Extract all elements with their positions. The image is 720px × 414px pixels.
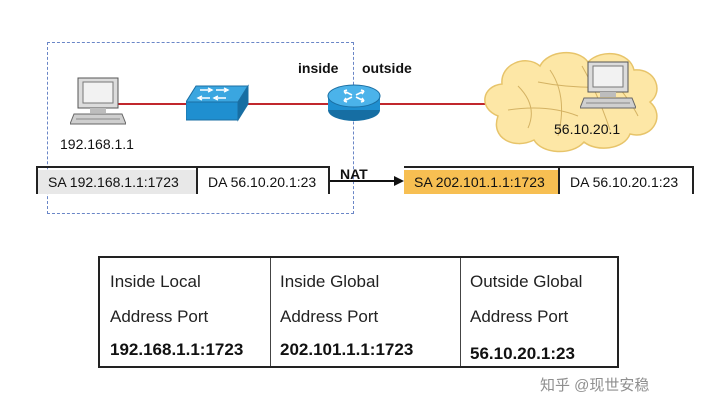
inside-local-header-line2: Address Port xyxy=(110,307,209,326)
packet-after-right-border xyxy=(692,166,694,194)
inside-local-value: 192.168.1.1:1723 xyxy=(110,340,244,359)
inside-local-header-line1: Inside Local xyxy=(110,272,201,291)
inside-global-value: 202.101.1.1:1723 xyxy=(280,340,414,359)
inside-label: inside xyxy=(298,60,339,76)
packet-after-source: SA 202.101.1.1:1723 xyxy=(404,170,558,194)
packet-before-right-border xyxy=(328,166,330,194)
pc-icon xyxy=(580,61,636,109)
outside-global-value: 56.10.20.1:23 xyxy=(470,344,575,363)
cloud-icon xyxy=(484,51,658,153)
pc-icon xyxy=(70,77,126,125)
router-icon xyxy=(327,84,381,121)
nat-label: NAT xyxy=(340,166,368,182)
outside-global-header-line1: Outside Global xyxy=(470,272,583,291)
packet-before-left-border xyxy=(36,166,38,194)
packet-before-divider xyxy=(196,166,198,194)
outside-global-header-line2: Address Port xyxy=(470,307,569,326)
nat-translation-table: Inside Local Address Port 192.168.1.1:17… xyxy=(98,256,619,368)
right-host-ip: 56.10.20.1 xyxy=(554,121,621,137)
left-host-ip: 192.168.1.1 xyxy=(60,136,134,152)
inside-global-header-line2: Address Port xyxy=(280,307,379,326)
switch-icon xyxy=(186,84,249,122)
nat-arrow-icon xyxy=(330,176,404,186)
watermark: 知乎 @现世安稳 xyxy=(540,377,650,394)
packet-after-divider xyxy=(558,166,560,194)
table-column-divider xyxy=(270,258,271,366)
inside-network-boundary xyxy=(47,42,354,214)
packet-before-source: SA 192.168.1.1:1723 xyxy=(38,170,196,194)
packet-after-destination: DA 56.10.20.1:23 xyxy=(560,170,692,194)
packet-before-destination: DA 56.10.20.1:23 xyxy=(198,170,328,194)
table-column-divider xyxy=(460,258,461,366)
inside-global-header-line1: Inside Global xyxy=(280,272,380,291)
packet-before-top-border xyxy=(36,166,330,168)
outside-label: outside xyxy=(362,60,412,76)
packet-after-top-border xyxy=(404,166,694,168)
